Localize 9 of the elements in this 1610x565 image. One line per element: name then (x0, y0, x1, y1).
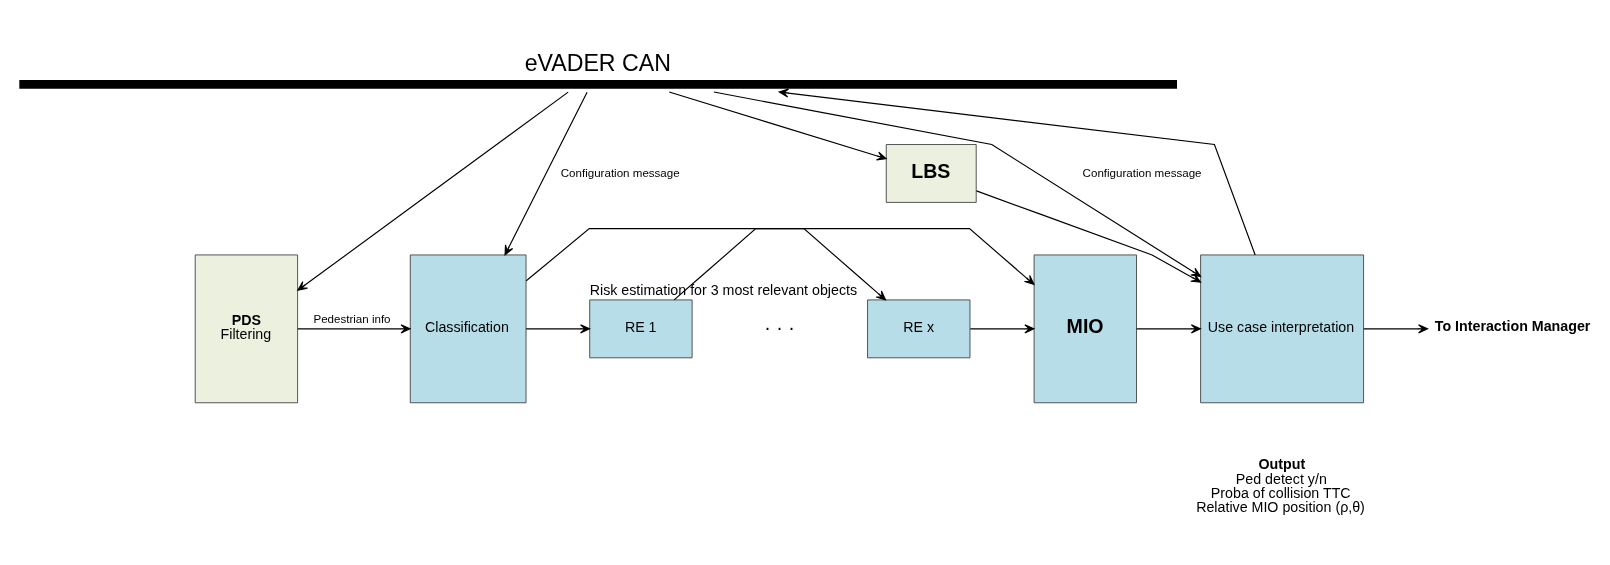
label: · · · (764, 315, 795, 338)
edge-label: Configuration message (560, 165, 680, 178)
edge-label: Pedestrian info (313, 312, 391, 325)
node-text: To Interaction Manager (1434, 317, 1591, 334)
label: Relative MIO position (ρ,θ) (1196, 498, 1365, 515)
edge-label: Configuration message (1082, 165, 1202, 178)
label: Output (1258, 455, 1306, 472)
node-label: Risk estimation for 3 most relevant objects (589, 281, 858, 298)
node-label: eVADER CAN (524, 49, 671, 76)
